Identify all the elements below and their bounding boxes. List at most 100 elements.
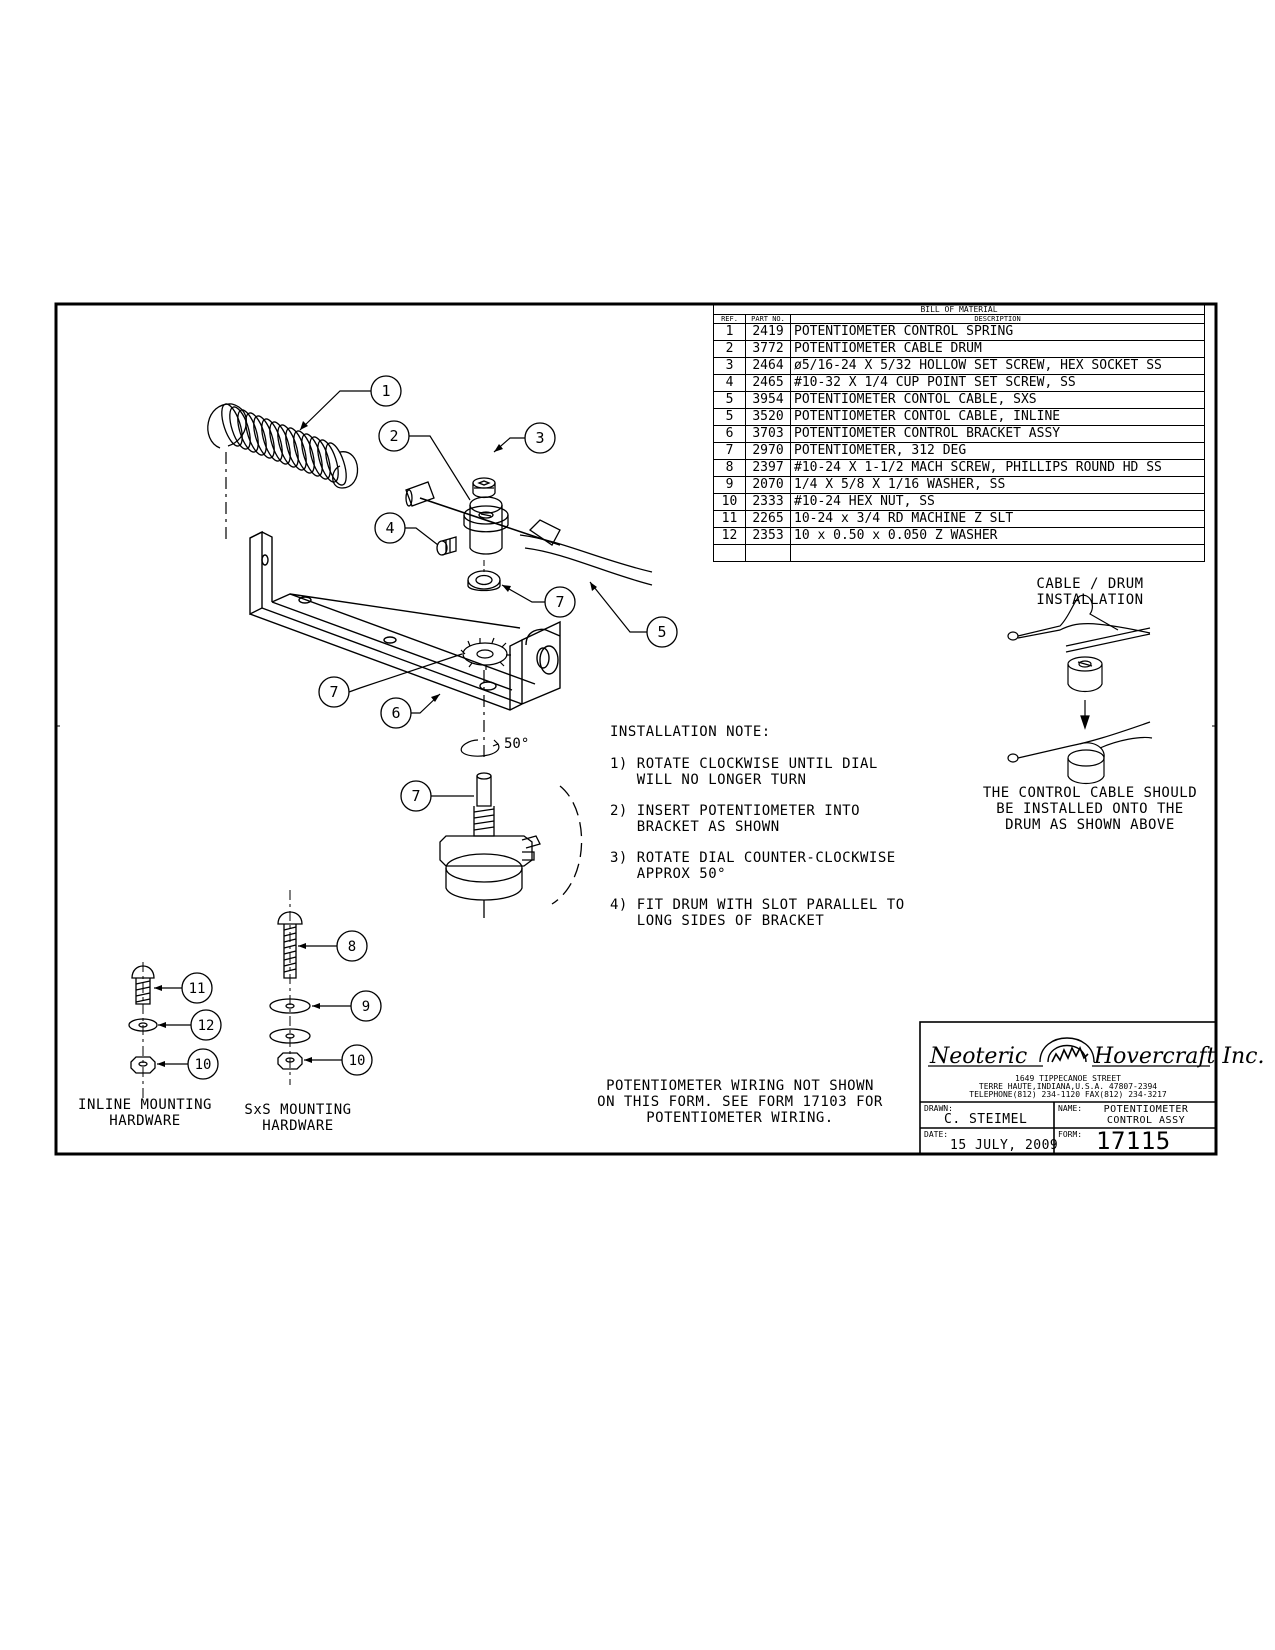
cable-drum-detail-illustration	[1007, 594, 1153, 785]
bom-cell-part: 3703	[745, 425, 791, 443]
hollow-set-screw-illustration	[472, 477, 496, 499]
company-logo	[928, 1037, 1210, 1067]
bom-cell-ref: 12	[713, 527, 746, 545]
svg-text:2: 2	[389, 427, 398, 445]
bom-cell-desc: POTENTIOMETER, 312 DEG	[790, 442, 1205, 460]
bom-cell-part: 2353	[745, 527, 791, 545]
balloon-10-inline: 10	[187, 1048, 219, 1080]
bom-cell-part: 2333	[745, 493, 791, 511]
bom-cell-part: 3772	[745, 340, 791, 358]
svg-text:10: 10	[195, 1057, 212, 1073]
bom-cell-desc: POTENTIOMETER CONTOL CABLE, SXS	[790, 391, 1205, 409]
company-address: 1649 TIPPECANOE STREET	[1015, 1074, 1121, 1083]
hex-nut-illustration	[467, 570, 501, 592]
installation-step-2: 2) INSERT POTENTIOMETER INTO BRACKET AS …	[610, 803, 861, 835]
bom-cell-desc: POTENTIOMETER CONTROL BRACKET ASSY	[790, 425, 1205, 443]
balloon-1: 1	[370, 375, 402, 407]
potentiometer-illustration	[439, 772, 541, 918]
bom-cell-desc: 10 x 0.50 x 0.050 Z WASHER	[790, 527, 1205, 545]
bom-cell-part: 2465	[745, 374, 791, 392]
svg-text:7: 7	[411, 787, 420, 805]
company-phone: TELEPHONE(812) 234-1120 FAX(812) 234-321…	[969, 1090, 1167, 1099]
drawn-label: DRAWN:	[924, 1104, 953, 1113]
svg-text:9: 9	[362, 999, 370, 1015]
balloon-6: 6	[380, 697, 412, 729]
bom-cell-desc: POTENTIOMETER CABLE DRUM	[790, 340, 1205, 358]
date-label: DATE:	[924, 1130, 949, 1139]
form-label: FORM:	[1058, 1130, 1083, 1139]
bom-cell-ref: 5	[713, 391, 746, 409]
bom-cell-ref: 10	[713, 493, 746, 511]
name-value: POTENTIOMETER CONTROL ASSY	[1103, 1104, 1189, 1126]
balloon-3: 3	[524, 422, 556, 454]
balloon-7-upper: 7	[544, 586, 576, 618]
sxs-hardware-illustration	[269, 890, 311, 1085]
cup-point-screw-illustration	[436, 536, 457, 556]
installation-step-1: 1) ROTATE CLOCKWISE UNTIL DIAL WILL NO L…	[610, 756, 878, 788]
bom-cell-part: 3520	[745, 408, 791, 426]
bom-col-desc: DESCRIPTION	[790, 314, 1205, 324]
company-city: TERRE HAUTE,INDIANA,U.S.A. 47807-2394	[978, 1082, 1158, 1091]
inline-hardware-label: INLINE MOUNTING HARDWARE	[78, 1097, 212, 1129]
company-name-left: Neoteric	[929, 1044, 1027, 1069]
bom-cell-ref: 6	[713, 425, 746, 443]
spring-illustration	[207, 403, 359, 489]
rotation-arrow-icon	[460, 739, 500, 757]
balloon-7-lower: 7	[400, 780, 432, 812]
cable-drum-title: CABLE / DRUM INSTALLATION	[1036, 576, 1144, 608]
bom-cell-desc: POTENTIOMETER CONTOL CABLE, INLINE	[790, 408, 1205, 426]
lock-washer-illustration	[460, 637, 511, 670]
bom-cell-desc: #10-32 X 1/4 CUP POINT SET SCREW, SS	[790, 374, 1205, 392]
svg-text:4: 4	[385, 519, 394, 537]
svg-text:3: 3	[535, 429, 544, 447]
angle-label: 50°	[504, 736, 529, 752]
balloon-10-sxs: 10	[341, 1044, 373, 1076]
cable-drum-note: THE CONTROL CABLE SHOULD BE INSTALLED ON…	[982, 785, 1198, 833]
bom-cell-part: 2464	[745, 357, 791, 375]
bom-cell-part: 2970	[745, 442, 791, 460]
bom-cell-desc: #10-24 X 1-1/2 MACH SCREW, PHILLIPS ROUN…	[790, 459, 1205, 477]
bracket-illustration	[249, 530, 561, 711]
svg-text:5: 5	[657, 623, 666, 641]
svg-text:11: 11	[189, 981, 206, 997]
bom-cell-ref: 11	[713, 510, 746, 528]
inline-hardware-illustration	[128, 962, 158, 1100]
bom-cell-ref: 9	[713, 476, 746, 494]
bom-cell-part	[745, 544, 791, 562]
bom-cell-ref: 1	[713, 323, 746, 341]
balloon-5: 5	[646, 616, 678, 648]
balloon-2: 2	[378, 420, 410, 452]
svg-text:12: 12	[198, 1018, 215, 1034]
svg-text:7: 7	[329, 683, 338, 701]
bom-cell-desc: ø5/16-24 X 5/32 HOLLOW SET SCREW, HEX SO…	[790, 357, 1205, 375]
bom-cell-desc: POTENTIOMETER CONTROL SPRING	[790, 323, 1205, 341]
bill-of-material-table: BILL OF MATERIAL REF. PART NO. DESCRIPTI…	[713, 304, 1205, 562]
svg-text:1: 1	[381, 382, 390, 400]
bom-cell-ref: 7	[713, 442, 746, 460]
bom-cell-ref: 3	[713, 357, 746, 375]
name-label: NAME:	[1058, 1104, 1083, 1113]
title-block-frame	[919, 1021, 1217, 1155]
date-value: 15 JULY, 2009	[950, 1138, 1059, 1153]
bom-cell-ref: 5	[713, 408, 746, 426]
bom-cell-ref	[713, 544, 746, 562]
installation-step-4: 4) FIT DRUM WITH SLOT PARALLEL TO LONG S…	[610, 897, 905, 929]
svg-text:10: 10	[349, 1053, 366, 1069]
balloon-7-middle: 7	[318, 676, 350, 708]
svg-text:8: 8	[348, 939, 356, 955]
bom-col-part: PART NO.	[745, 314, 791, 324]
bom-cell-ref: 2	[713, 340, 746, 358]
wiring-note: POTENTIOMETER WIRING NOT SHOWN ON THIS F…	[597, 1078, 883, 1126]
balloon-9: 9	[350, 990, 382, 1022]
form-number: 17115	[1096, 1127, 1171, 1155]
